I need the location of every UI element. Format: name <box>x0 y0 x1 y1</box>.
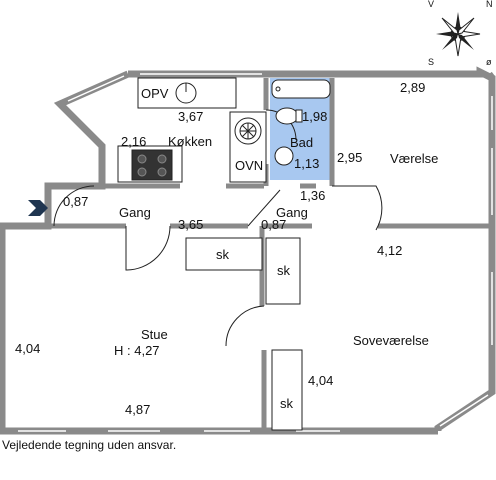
room-hall-right: Gang <box>276 205 308 220</box>
bath-fixtures <box>271 79 331 166</box>
room-bedroom: Værelse <box>390 151 439 166</box>
closet-label: sk <box>216 247 229 262</box>
windows <box>18 73 493 432</box>
living-height: H : 4,27 <box>114 343 160 358</box>
dim-bedroom-depth: 2,95 <box>337 150 363 165</box>
dim-master-width: 4,12 <box>377 243 403 258</box>
room-bath: Bad <box>290 135 314 150</box>
dim-hall-left-width: 0,87 <box>63 194 89 209</box>
dim-kitchen-width: 3,67 <box>178 109 204 124</box>
entry-arrow-icon <box>28 200 48 216</box>
closet-label: sk <box>280 396 293 411</box>
dim-master-depth: 4,04 <box>308 373 334 388</box>
disclaimer-text: Vejledende tegning uden ansvar. <box>2 438 177 452</box>
room-kitchen: Køkken <box>168 134 213 149</box>
dim-bath-depth: 1,13 <box>294 156 320 171</box>
dim-kitchen-depth: 2,16 <box>121 134 147 149</box>
dim-hall-left-length: 3,65 <box>178 217 204 232</box>
dim-living-width: 4,87 <box>125 402 151 417</box>
compass-icon <box>436 12 481 57</box>
closet-label: sk <box>277 263 290 278</box>
dim-bedroom-width: 2,89 <box>400 80 426 95</box>
dim-bath-width: 1,98 <box>302 109 328 124</box>
room-master-bedroom: Soveværelse <box>353 333 429 348</box>
compass-v: V <box>428 0 435 9</box>
ventilation-fan-icon <box>239 122 257 140</box>
dim-hall-right-depth: 0,87 <box>261 217 287 232</box>
closets <box>185 237 303 431</box>
room-hall-left: Gang <box>119 205 151 220</box>
outer-walls <box>0 66 496 435</box>
compass-s: S <box>428 57 435 67</box>
compass-n: N <box>486 0 493 9</box>
dishwasher-label: OPV <box>141 86 169 101</box>
dim-living-depth: 4,04 <box>15 341 41 356</box>
compass-o: ø <box>486 57 492 67</box>
cooktop <box>131 149 173 181</box>
room-living: Stue <box>141 327 168 342</box>
dim-hall-right-width: 1,36 <box>300 188 326 203</box>
oven-label: OVN <box>235 158 264 173</box>
